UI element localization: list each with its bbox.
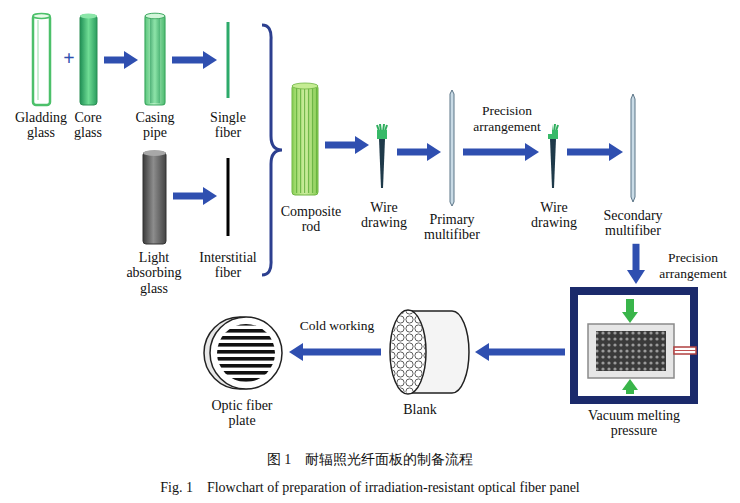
stage-label: Primary multifiber (419, 212, 485, 243)
stage-label: Optic fiber plate (205, 398, 279, 429)
stage-label: Blank (395, 402, 445, 417)
stage-label: Gladding glass (12, 110, 70, 141)
flow-arrow (397, 149, 427, 156)
process-stage: Casing pipe (143, 13, 167, 107)
flow-arrow (104, 57, 124, 64)
stage-label: Single fiber (203, 110, 253, 141)
process-stage: Interstitial fiber (222, 156, 234, 238)
process-stage: Gladding glass (31, 13, 52, 107)
step-label: Cold working (292, 318, 382, 334)
step-label: Precision arrangement (462, 103, 552, 134)
process-stage: Composite rod (290, 83, 320, 197)
stage-label: Vacuum melting pressure (578, 408, 690, 439)
flow-arrow (633, 244, 640, 270)
process-stage: Primary multifiber (446, 88, 458, 208)
stage-label: Wire drawing (527, 200, 581, 231)
stage-label: Wire drawing (357, 200, 411, 231)
step-label: Precision arrangement (652, 250, 734, 281)
caption-chinese: 图 1 耐辐照光纤面板的制备流程 (170, 451, 570, 469)
process-stage: Light absorbing glass (141, 150, 168, 246)
caption-english: Fig. 1 Flowchart of preparation of irrad… (70, 479, 670, 497)
flow-arrow (325, 142, 355, 149)
plus-sign: + (60, 47, 78, 70)
stage-label: Core glass (67, 110, 109, 141)
process-stage: Single fiber (222, 20, 234, 100)
process-stage: Core glass (78, 13, 99, 107)
stage-label: Interstitial fiber (192, 250, 264, 281)
process-stage: Secondary multifiber (628, 92, 638, 204)
process-stage: Wire drawing (374, 122, 392, 190)
flow-arrow (489, 349, 565, 356)
stage-label: Casing pipe (127, 110, 183, 141)
flow-arrow (567, 149, 609, 156)
process-stage: Vacuum melting pressure (570, 287, 698, 404)
stage-label: Light absorbing glass (120, 250, 188, 296)
process-stage: Optic fiber plate (202, 315, 284, 391)
flow-arrow (303, 349, 381, 356)
flow-arrow (172, 57, 203, 64)
stage-label: Secondary multifiber (595, 208, 671, 239)
process-stage: Blank (386, 307, 470, 397)
flow-arrow (463, 149, 525, 156)
stage-label: Composite rod (276, 204, 346, 235)
flow-arrow (173, 193, 203, 200)
